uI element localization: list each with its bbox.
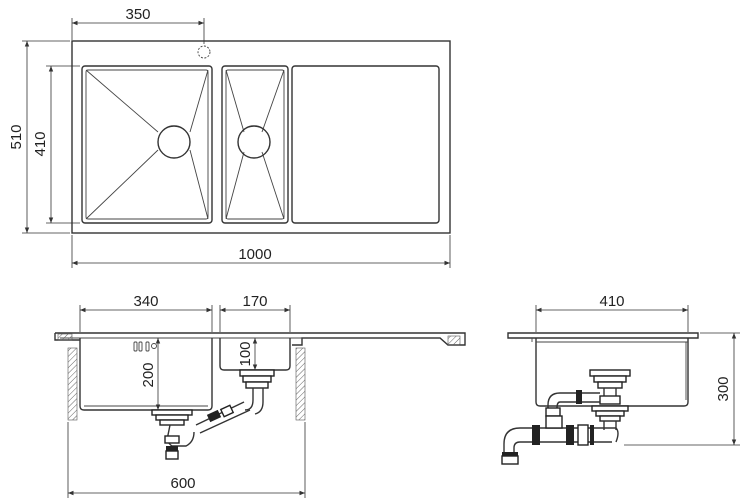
dim-main-bowl-depth: 200 [140,362,157,387]
dim-bowl-depth: 410 [32,131,49,156]
top-view: 350 510 410 1000 [8,6,451,268]
side-top-plate [507,332,699,339]
dim-side-height: 300 [715,376,732,401]
side-upper-pipe [545,390,600,417]
main-bowl [81,65,213,224]
overflow-slots [133,341,157,352]
tap-hole [197,45,211,59]
side-upper-waste [589,369,631,405]
front-main-bowl [79,338,213,411]
sink-outline [71,40,451,234]
side-trap [501,415,619,465]
dim-total-depth: 510 [8,124,25,149]
main-bowl-waste [151,409,195,460]
cabinet-wall-left [67,347,78,421]
dim-tap-offset: 350 [125,6,150,23]
main-drain [157,125,191,159]
dim-side-depth: 410 [599,293,624,310]
cabinet-wall-right [295,347,306,421]
dim-total-width: 1000 [238,246,271,263]
drainer-area [291,65,440,224]
small-drain [237,125,271,159]
front-top-plate [54,332,466,346]
dim-cabinet-width: 600 [170,475,195,492]
connecting-pipe [195,401,251,434]
small-bowl-waste [239,369,275,415]
dim-main-bowl-width: 340 [133,293,158,310]
front-view: 340 170 200 100 600 [54,293,466,498]
side-view: 410 300 [501,293,740,465]
small-bowl [221,65,289,224]
dim-small-bowl-width: 170 [242,293,267,310]
side-lower-waste [591,405,629,430]
dim-small-bowl-depth: 100 [237,341,254,366]
